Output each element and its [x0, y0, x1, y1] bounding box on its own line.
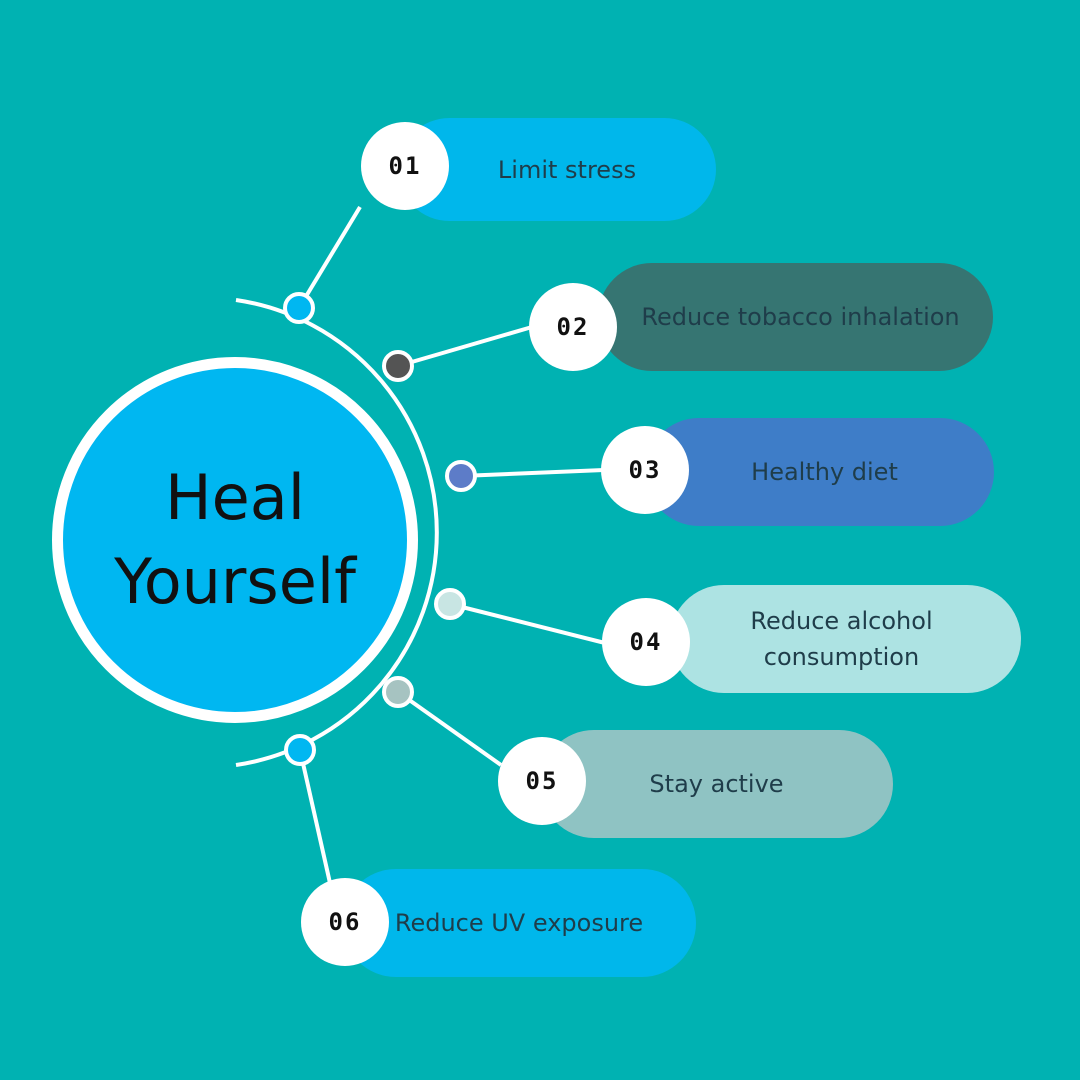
arc-dot-02 [382, 350, 414, 382]
arc-dot-06 [284, 734, 316, 766]
connector-arc [235, 298, 439, 767]
item-02-pill: Reduce tobacco inhalation [598, 263, 993, 371]
item-05-label: Stay active [649, 770, 784, 798]
item-04-number: 04 [602, 598, 690, 686]
arc-dot-05 [382, 676, 414, 708]
item-05-pill: Stay active [540, 730, 893, 838]
item-01-number: 01 [361, 122, 449, 210]
connector-line-06 [298, 749, 332, 884]
item-06-number: 06 [301, 878, 389, 966]
item-05-number: 05 [498, 737, 586, 825]
arc-dot-01 [283, 292, 315, 324]
item-06-pill: Reduce UV exposure [342, 869, 696, 977]
arc-dot-03 [445, 460, 477, 492]
central-hub: Heal Yourself [52, 357, 418, 723]
item-02-label: Reduce tobacco inhalation [641, 303, 960, 331]
item-01-label: Limit stress [497, 155, 637, 184]
arc-dot-04 [434, 588, 466, 620]
item-03-number: 03 [601, 426, 689, 514]
item-04-pill: Reduce alcohol consumption [670, 585, 1021, 693]
item-06-label: Reduce UV exposure [394, 909, 644, 937]
connector-line-04 [449, 602, 606, 645]
connector-line-03 [460, 468, 605, 478]
item-02-number: 02 [529, 283, 617, 371]
item-03-pill: Healthy diet [645, 418, 994, 526]
item-01-pill: Limit stress [398, 118, 716, 221]
connector-line-02 [397, 325, 533, 368]
item-04-label: Reduce alcohol consumption [750, 607, 933, 671]
item-03-label: Healthy diet [751, 458, 898, 486]
connector-line-01 [297, 205, 362, 310]
hub-title: Heal Yourself [114, 461, 356, 618]
connector-line-05 [396, 690, 503, 767]
